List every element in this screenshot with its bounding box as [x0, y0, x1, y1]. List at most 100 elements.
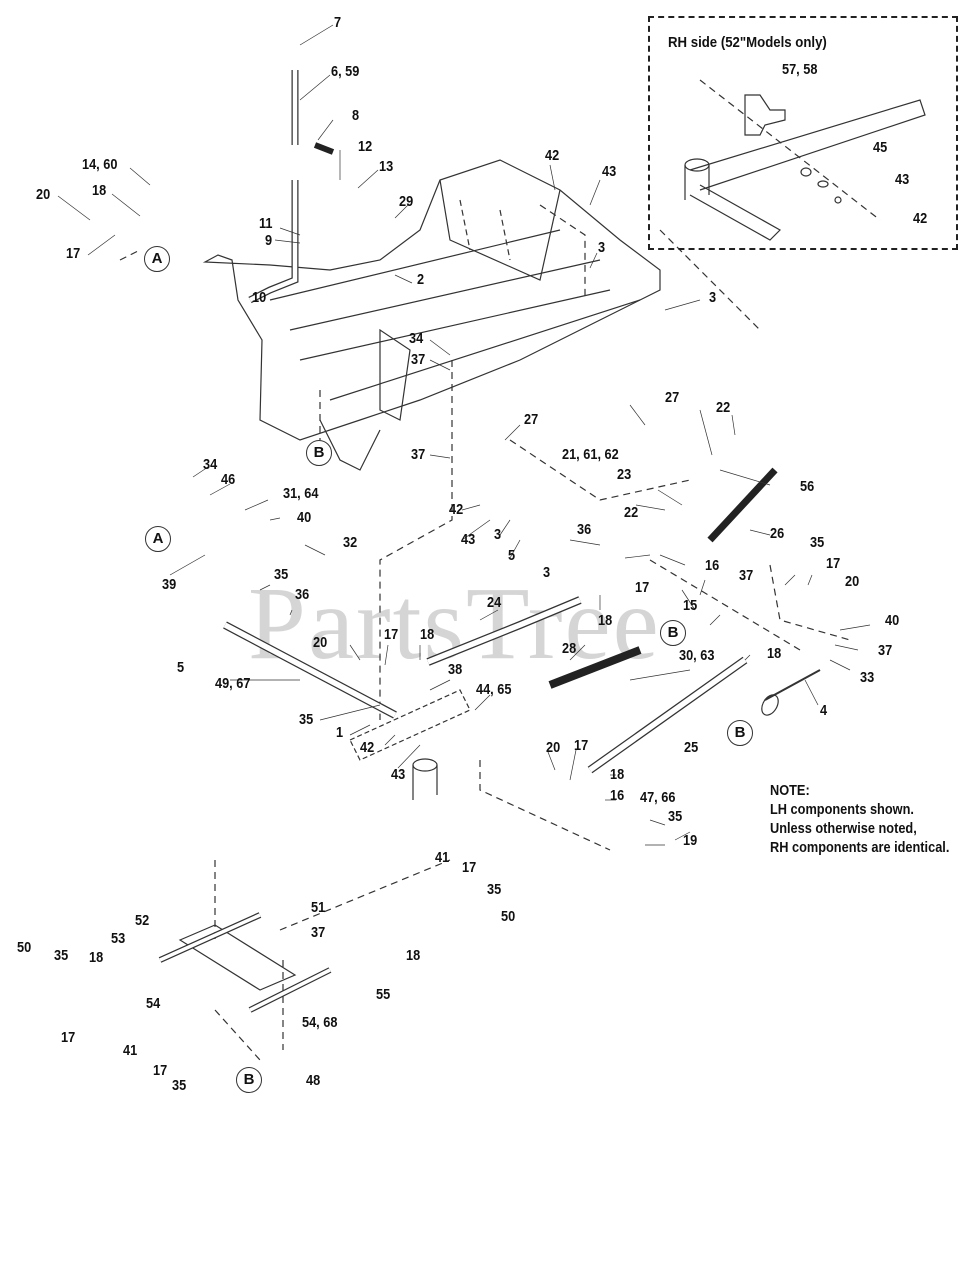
callout[interactable]: 53: [111, 930, 126, 947]
callout[interactable]: 4: [820, 702, 828, 719]
callout[interactable]: 11: [259, 215, 273, 232]
reference-a-bubble[interactable]: A: [145, 526, 171, 552]
callout[interactable]: 40: [885, 612, 900, 629]
callout[interactable]: 19: [683, 832, 698, 849]
callout[interactable]: 54: [146, 995, 161, 1012]
callout[interactable]: 35: [668, 808, 683, 825]
callout[interactable]: 24: [487, 594, 502, 611]
callout[interactable]: 39: [162, 576, 177, 593]
callout[interactable]: 37: [739, 567, 754, 584]
callout[interactable]: 43: [602, 163, 617, 180]
callout[interactable]: 18: [420, 626, 435, 643]
callout[interactable]: 18: [406, 947, 421, 964]
callout[interactable]: 37: [411, 446, 426, 463]
callout[interactable]: 27: [665, 389, 680, 406]
callout[interactable]: 27: [524, 411, 539, 428]
callout[interactable]: 3: [709, 289, 717, 306]
callout[interactable]: 15: [683, 597, 698, 614]
callout[interactable]: 17: [635, 579, 650, 596]
callout[interactable]: 36: [577, 521, 592, 538]
callout[interactable]: 49, 67: [215, 675, 251, 692]
callout[interactable]: 12: [358, 138, 373, 155]
reference-b-bubble[interactable]: B: [236, 1067, 262, 1093]
callout[interactable]: 9: [265, 232, 273, 249]
callout[interactable]: 38: [448, 661, 463, 678]
callout[interactable]: 21, 61, 62: [562, 446, 619, 463]
callout[interactable]: 22: [716, 399, 731, 416]
callout[interactable]: 6, 59: [331, 63, 360, 80]
callout[interactable]: 34: [409, 330, 424, 347]
reference-b-bubble[interactable]: B: [727, 720, 753, 746]
callout[interactable]: 54, 68: [302, 1014, 338, 1031]
callout[interactable]: 37: [878, 642, 893, 659]
callout[interactable]: 42: [360, 739, 375, 756]
callout[interactable]: 30, 63: [679, 647, 715, 664]
callout[interactable]: 18: [598, 612, 613, 629]
callout[interactable]: 35: [299, 711, 314, 728]
callout[interactable]: 35: [810, 534, 825, 551]
callout[interactable]: 17: [61, 1029, 76, 1046]
callout[interactable]: 17: [66, 245, 81, 262]
callout[interactable]: 18: [610, 766, 625, 783]
callout-43[interactable]: 43: [895, 171, 910, 188]
callout[interactable]: 40: [297, 509, 312, 526]
callout[interactable]: 51: [311, 899, 326, 916]
callout[interactable]: 20: [313, 634, 328, 651]
callout[interactable]: 2: [417, 271, 425, 288]
callout[interactable]: 29: [399, 193, 414, 210]
callout[interactable]: 3: [494, 526, 502, 543]
callout[interactable]: 8: [352, 107, 360, 124]
callout[interactable]: 48: [306, 1072, 321, 1089]
callout[interactable]: 20: [546, 739, 561, 756]
callout[interactable]: 14, 60: [82, 156, 118, 173]
callout[interactable]: 10: [252, 289, 267, 306]
callout[interactable]: 23: [617, 466, 632, 483]
callout[interactable]: 20: [845, 573, 860, 590]
callout[interactable]: 44, 65: [476, 681, 512, 698]
callout[interactable]: 16: [705, 557, 720, 574]
callout-57-58[interactable]: 57, 58: [782, 61, 818, 78]
callout[interactable]: 3: [543, 564, 551, 581]
callout[interactable]: 50: [17, 939, 32, 956]
callout[interactable]: 1: [336, 724, 344, 741]
reference-b-bubble[interactable]: B: [306, 440, 332, 466]
callout[interactable]: 35: [54, 947, 69, 964]
callout[interactable]: 17: [384, 626, 399, 643]
callout-45[interactable]: 45: [873, 139, 888, 156]
callout[interactable]: 25: [684, 739, 699, 756]
callout[interactable]: 42: [545, 147, 560, 164]
callout[interactable]: 22: [624, 504, 639, 521]
callout-42[interactable]: 42: [913, 210, 928, 227]
callout[interactable]: 56: [800, 478, 815, 495]
callout[interactable]: 36: [295, 586, 310, 603]
callout[interactable]: 33: [860, 669, 875, 686]
callout[interactable]: 46: [221, 471, 236, 488]
callout[interactable]: 50: [501, 908, 516, 925]
callout[interactable]: 35: [274, 566, 289, 583]
callout[interactable]: 35: [487, 881, 502, 898]
callout[interactable]: 52: [135, 912, 150, 929]
callout[interactable]: 28: [562, 640, 577, 657]
callout[interactable]: 41: [123, 1042, 138, 1059]
callout[interactable]: 37: [411, 351, 426, 368]
callout[interactable]: 55: [376, 986, 391, 1003]
callout[interactable]: 32: [343, 534, 358, 551]
callout[interactable]: 34: [203, 456, 218, 473]
callout[interactable]: 5: [177, 659, 185, 676]
reference-b-bubble[interactable]: B: [660, 620, 686, 646]
callout[interactable]: 3: [598, 239, 606, 256]
callout[interactable]: 31, 64: [283, 485, 319, 502]
callout[interactable]: 7: [334, 14, 342, 31]
callout[interactable]: 17: [462, 859, 477, 876]
callout[interactable]: 13: [379, 158, 394, 175]
callout[interactable]: 26: [770, 525, 785, 542]
reference-a-bubble[interactable]: A: [144, 246, 170, 272]
callout[interactable]: 43: [461, 531, 476, 548]
callout[interactable]: 41: [435, 849, 450, 866]
callout[interactable]: 35: [172, 1077, 187, 1094]
callout[interactable]: 5: [508, 547, 516, 564]
callout[interactable]: 47, 66: [640, 789, 676, 806]
callout[interactable]: 43: [391, 766, 406, 783]
callout[interactable]: 20: [36, 186, 51, 203]
callout[interactable]: 18: [767, 645, 782, 662]
